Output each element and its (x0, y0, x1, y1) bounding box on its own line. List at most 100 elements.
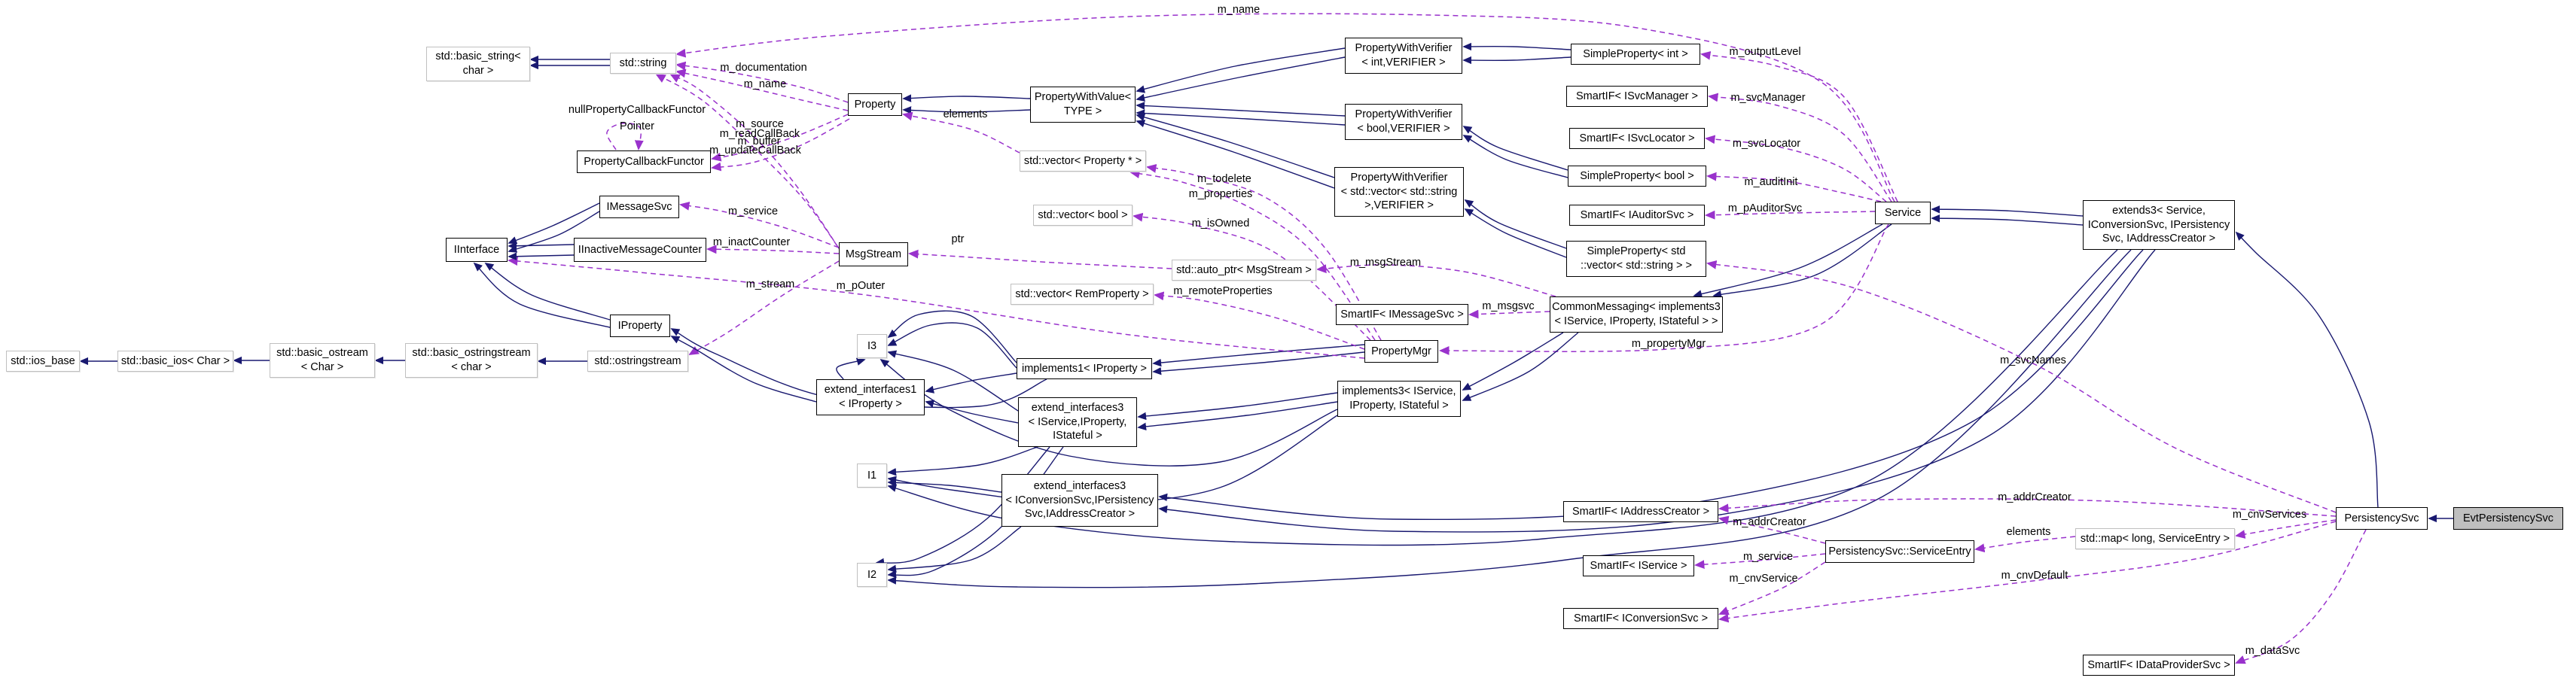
edge-label-m_inactCounter: m_inactCounter (712, 236, 791, 248)
edge-extend_interfaces3_cnv-to-i1 (887, 479, 1002, 493)
edge-vector_property-to-property (902, 111, 1020, 154)
edge-msgstream-to-string (669, 74, 840, 249)
edge-service-to-simpleproperty_bool (1706, 172, 1882, 202)
class-node-iinterface[interactable]: IInterface (446, 238, 508, 262)
edge-simpleproperty_vecstring-to-pwv_vecstring (1464, 208, 1567, 258)
edge-label-m_msgStream: m_msgStream (1349, 257, 1422, 269)
class-node-smartif_isvclocator[interactable]: SmartIF< ISvcLocator > (1569, 128, 1705, 149)
class-node-persistencysvc[interactable]: PersistencySvc (2336, 507, 2428, 530)
class-node-simpleproperty_int[interactable]: SimpleProperty< int > (1571, 44, 1700, 65)
class-node-implements3[interactable]: implements3< IService, IProperty, IState… (1337, 381, 1461, 417)
class-node-basic_string: std::basic_string< char > (426, 47, 530, 81)
class-node-i1: I1 (857, 464, 887, 488)
class-node-smartif_isvcmanager[interactable]: SmartIF< ISvcManager > (1566, 86, 1708, 107)
edge-implements3-to-i3 (879, 358, 1338, 467)
edge-persistencysvc-to-smartif_iconversionsvc (1718, 521, 2337, 623)
class-node-property[interactable]: Property (848, 93, 902, 116)
class-node-basic_ostringstream: std::basic_ostringstream < char > (405, 343, 538, 378)
edge-extends3-to-i2 (887, 249, 2132, 588)
class-node-pwv_vecstring[interactable]: PropertyWithVerifier < std::vector< std:… (1334, 167, 1464, 217)
class-node-iinactivemessagecounter[interactable]: IInactiveMessageCounter (574, 238, 706, 262)
edge-label-m_isOwned: m_isOwned (1191, 217, 1250, 229)
class-node-smartif_iauditorsvc[interactable]: SmartIF< IAuditorSvc > (1569, 205, 1705, 226)
edge-serviceentry-to-smartif_iservice (1693, 553, 1826, 570)
class-node-extends3[interactable]: extends3< Service, IConversionSvc, IPers… (2083, 200, 2235, 250)
edge-commonmessaging-to-smartif_imessagesvc (1468, 309, 1550, 319)
edge-pwv_int-to-property_with_value (1136, 56, 1346, 102)
edge-iinactivemessagecounter-to-iinterface (508, 242, 575, 250)
edge-label-m_properties: m_properties (1188, 188, 1253, 200)
class-node-property_with_value[interactable]: PropertyWithValue< TYPE > (1030, 87, 1136, 123)
edge-label-m_source: m_source (736, 118, 784, 130)
edge-label-elements: elements (943, 108, 988, 120)
edge-property_with_value-to-property (902, 94, 1031, 102)
edge-service-to-propertymgr (1438, 223, 1889, 355)
class-node-service[interactable]: Service (1875, 202, 1931, 224)
class-node-smartif_iaddresscreator[interactable]: SmartIF< IAddressCreator > (1563, 501, 1718, 522)
edge-propertymgr-to-implements1 (1152, 344, 1365, 367)
edge-label-m_todelete: m_todelete (1197, 173, 1251, 185)
edge-serviceentry-to-smartif_iaddresscreator (1718, 515, 1826, 544)
edge-extends3-to-extend_interfaces3_cnv (1158, 249, 2156, 533)
class-node-smartif_iconversionsvc[interactable]: SmartIF< IConversionSvc > (1563, 608, 1718, 629)
edge-imessagesvc-to-iinterface (508, 202, 600, 245)
edge-property-to-property_callback_functor (711, 114, 849, 162)
class-node-msgstream[interactable]: MsgStream (839, 242, 908, 266)
class-node-pwv_int[interactable]: PropertyWithVerifier < int,VERIFIER > (1345, 38, 1462, 74)
edge-iinactivemessagecounter-to-iinterface (508, 252, 575, 260)
edge-service-to-smartif_isvcmanager (1707, 93, 1892, 202)
edge-iproperty-to-iinterface (484, 262, 611, 321)
class-node-smartif_idataprovidersvc[interactable]: SmartIF< IDataProviderSvc > (2083, 655, 2235, 676)
class-node-ostringstream: std::ostringstream (587, 351, 688, 372)
edge-label-m_cnvService: m_cnvService (1729, 573, 1798, 585)
edge-label-nullPropertyCallbackFunctor: nullPropertyCallbackFunctor (568, 104, 706, 116)
class-node-implements1[interactable]: implements1< IProperty > (1017, 358, 1152, 379)
class-node-propertymgr[interactable]: PropertyMgr (1364, 340, 1438, 363)
edge-label-m_documentation: m_documentation (720, 62, 807, 74)
class-node-simpleproperty_bool[interactable]: SimpleProperty< bool > (1568, 166, 1706, 187)
class-node-commonmessaging[interactable]: CommonMessaging< implements3 < IService,… (1550, 296, 1723, 333)
class-node-simpleproperty_vecstring[interactable]: SimpleProperty< std ::vector< std::strin… (1566, 241, 1706, 277)
class-node-serviceentry[interactable]: PersistencySvc::ServiceEntry (1825, 540, 1974, 563)
edge-msgstream-to-string (655, 73, 843, 254)
edge-auto_ptr_msgstream-to-msgstream (907, 249, 1172, 269)
edge-service-to-commonmessaging (1712, 223, 1892, 299)
edge-simpleproperty_vecstring-to-pwv_vecstring (1464, 199, 1567, 249)
edge-msgstream-to-ostringstream (688, 260, 840, 356)
edge-label-m_buffer: m_buffer (737, 135, 781, 147)
edge-implements1-to-extend_interfaces1 (925, 372, 1017, 394)
class-node-string: std::string (610, 53, 676, 74)
class-node-smartif_imessagesvc[interactable]: SmartIF< IMessageSvc > (1336, 304, 1468, 325)
edge-label-m_remoteProperties: m_remoteProperties (1173, 285, 1273, 297)
edge-commonmessaging-to-implements3 (1462, 332, 1579, 401)
edge-label-m_readCallBack: m_readCallBack (719, 128, 800, 140)
edge-property_callback_functor-to-property_callback_functor (606, 122, 644, 151)
edge-label-elements: elements (2006, 526, 2051, 538)
class-node-evtpersistencysvc: EvtPersistencySvc (2453, 507, 2563, 530)
edge-label-m_cnvServices: m_cnvServices (2232, 509, 2307, 521)
edge-imessagesvc-to-iinterface (508, 211, 600, 253)
class-node-extend_interfaces1[interactable]: extend_interfaces1 < IProperty > (816, 379, 925, 415)
class-node-auto_ptr_msgstream: std::auto_ptr< MsgStream > (1172, 260, 1316, 281)
edge-property-to-property_callback_functor (710, 118, 850, 172)
edge-label-m_stream: m_stream (745, 278, 795, 290)
edge-service-to-smartif_isvclocator (1704, 135, 1887, 202)
edge-extends3-to-extend_interfaces3_cnv (1158, 249, 2144, 521)
class-node-i2: I2 (857, 563, 887, 587)
edge-persistencysvc-to-smartif_idataprovidersvc (2235, 529, 2367, 664)
class-node-pwv_bool[interactable]: PropertyWithVerifier < bool,VERIFIER > (1345, 104, 1462, 140)
class-node-smartif_iservice[interactable]: SmartIF< IService > (1583, 555, 1694, 576)
class-node-imessagesvc[interactable]: IMessageSvc (599, 196, 679, 218)
edge-implements1-to-i3 (887, 322, 1017, 369)
class-node-vector_remproperty: std::vector< RemProperty > (1011, 284, 1154, 305)
edge-label-m_svcNames: m_svcNames (2000, 354, 2066, 366)
class-node-extend_interfaces3_svc[interactable]: extend_interfaces3 < IService,IProperty,… (1018, 397, 1137, 447)
class-node-vector_property: std::vector< Property * > (1020, 150, 1146, 172)
edge-propertymgr-to-implements1 (1152, 351, 1365, 375)
class-node-iproperty[interactable]: IProperty (610, 315, 670, 337)
edge-map_serviceentry-to-serviceentry (1974, 536, 2076, 553)
class-node-extend_interfaces3_cnv[interactable]: extend_interfaces3 < IConversionSvc,IPer… (1001, 474, 1158, 527)
edge-label-m_outputLevel: m_outputLevel (1729, 46, 1801, 58)
class-node-property_callback_functor[interactable]: PropertyCallbackFunctor (577, 150, 711, 173)
